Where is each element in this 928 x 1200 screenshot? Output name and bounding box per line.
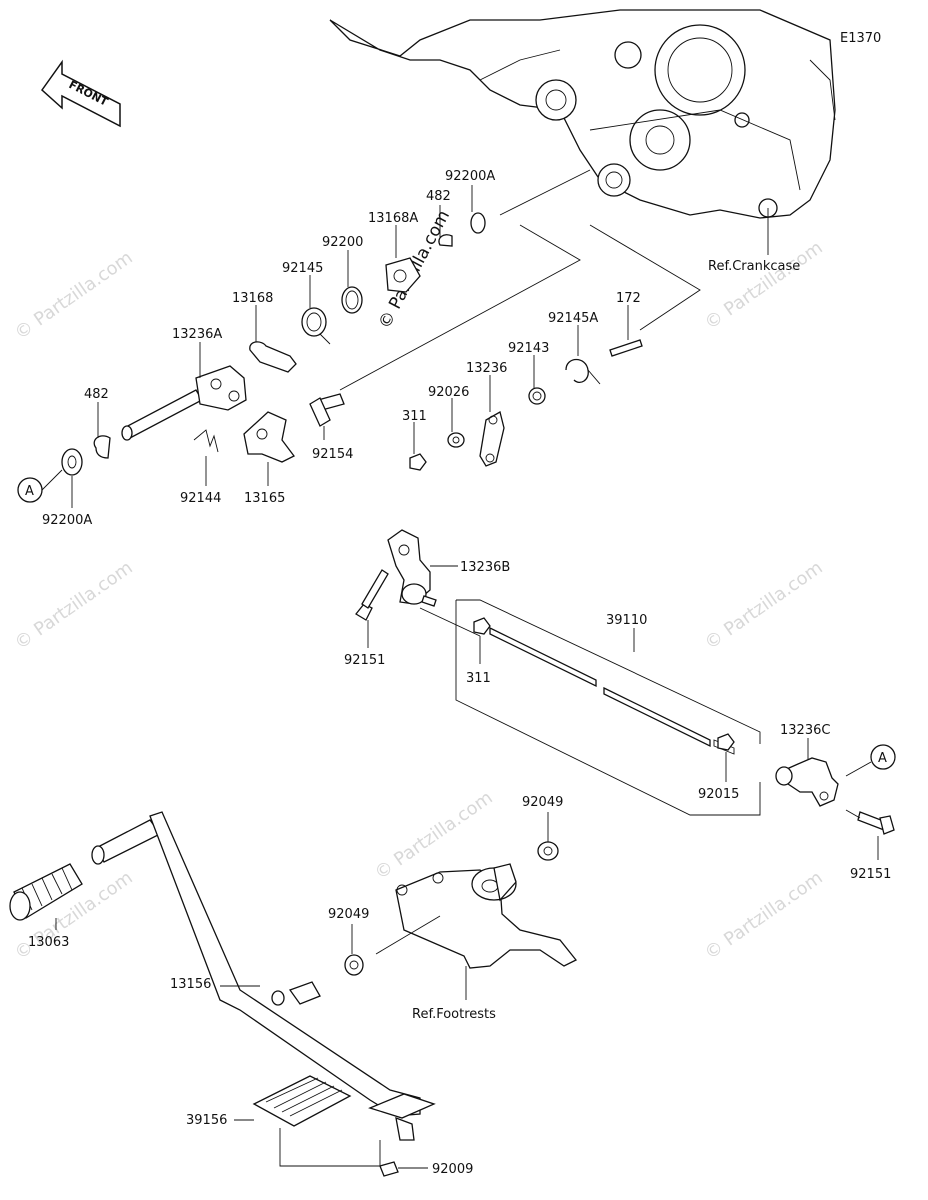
watermark: © Partzilla.com — [11, 557, 137, 654]
shift-shaft-drawing — [121, 365, 247, 441]
part-label-482-left: 482 — [84, 387, 109, 402]
watermark: © Partzilla.com — [701, 867, 827, 964]
part-label-13168A: 13168A — [368, 211, 418, 226]
rod-end-c-drawing — [775, 757, 839, 807]
part-label-13156: 13156 — [170, 977, 211, 992]
crankcase-drawing — [329, 9, 836, 219]
part-label-13168: 13168 — [232, 291, 273, 306]
part-label-172: 172 — [616, 291, 641, 306]
part-label-92200A-top: 92200A — [445, 169, 495, 184]
rod-end-b-drawing — [387, 529, 437, 607]
part-label-92200A-left: 92200A — [42, 513, 92, 528]
watermark: © Partzilla.com — [701, 237, 827, 334]
part-label-92009: 92009 — [432, 1162, 473, 1177]
part-label-92015: 92015 — [698, 787, 739, 802]
part-label-39110: 39110 — [606, 613, 647, 628]
part-label-92026: 92026 — [428, 385, 469, 400]
part-label-311-mid: 311 — [466, 671, 491, 686]
footrest-bracket-drawing — [395, 863, 578, 969]
brake-pad-drawing — [252, 1075, 436, 1141]
callout-a-right-text: A — [878, 751, 887, 766]
shift-rubber-drawing — [9, 863, 83, 921]
callout-a-left-text: A — [25, 484, 34, 499]
part-label-92143: 92143 — [508, 341, 549, 356]
part-label-92151-left: 92151 — [344, 653, 385, 668]
diagram-code: E1370 — [840, 31, 881, 46]
part-label-92154: 92154 — [312, 447, 353, 462]
part-label-92049-mid: 92049 — [328, 907, 369, 922]
callout-a-right — [870, 744, 896, 770]
part-label-13165: 13165 — [244, 491, 285, 506]
front-arrow-icon: FRONT — [41, 59, 121, 128]
part-label-92200: 92200 — [322, 235, 363, 250]
part-label-13236B: 13236B — [460, 560, 510, 575]
part-label-13236: 13236 — [466, 361, 507, 376]
ref-crankcase-label: Ref.Crankcase — [708, 259, 800, 274]
part-label-482-top: 482 — [426, 189, 451, 204]
part-label-92145A: 92145A — [548, 311, 598, 326]
part-label-92049-top: 92049 — [522, 795, 563, 810]
part-label-92145: 92145 — [282, 261, 323, 276]
part-label-39156: 39156 — [186, 1113, 227, 1128]
part-label-13063: 13063 — [28, 935, 69, 950]
part-label-13236A: 13236A — [172, 327, 222, 342]
watermark: © Partzilla.com — [11, 247, 137, 344]
shift-lever-drawing — [91, 811, 421, 1117]
part-label-13236C: 13236C — [780, 723, 830, 738]
ref-footrests-label: Ref.Footrests — [412, 1007, 496, 1022]
part-label-311-top: 311 — [402, 409, 427, 424]
watermark: © Partzilla.com — [701, 557, 827, 654]
part-label-92144: 92144 — [180, 491, 221, 506]
part-label-92151-right: 92151 — [850, 867, 891, 882]
